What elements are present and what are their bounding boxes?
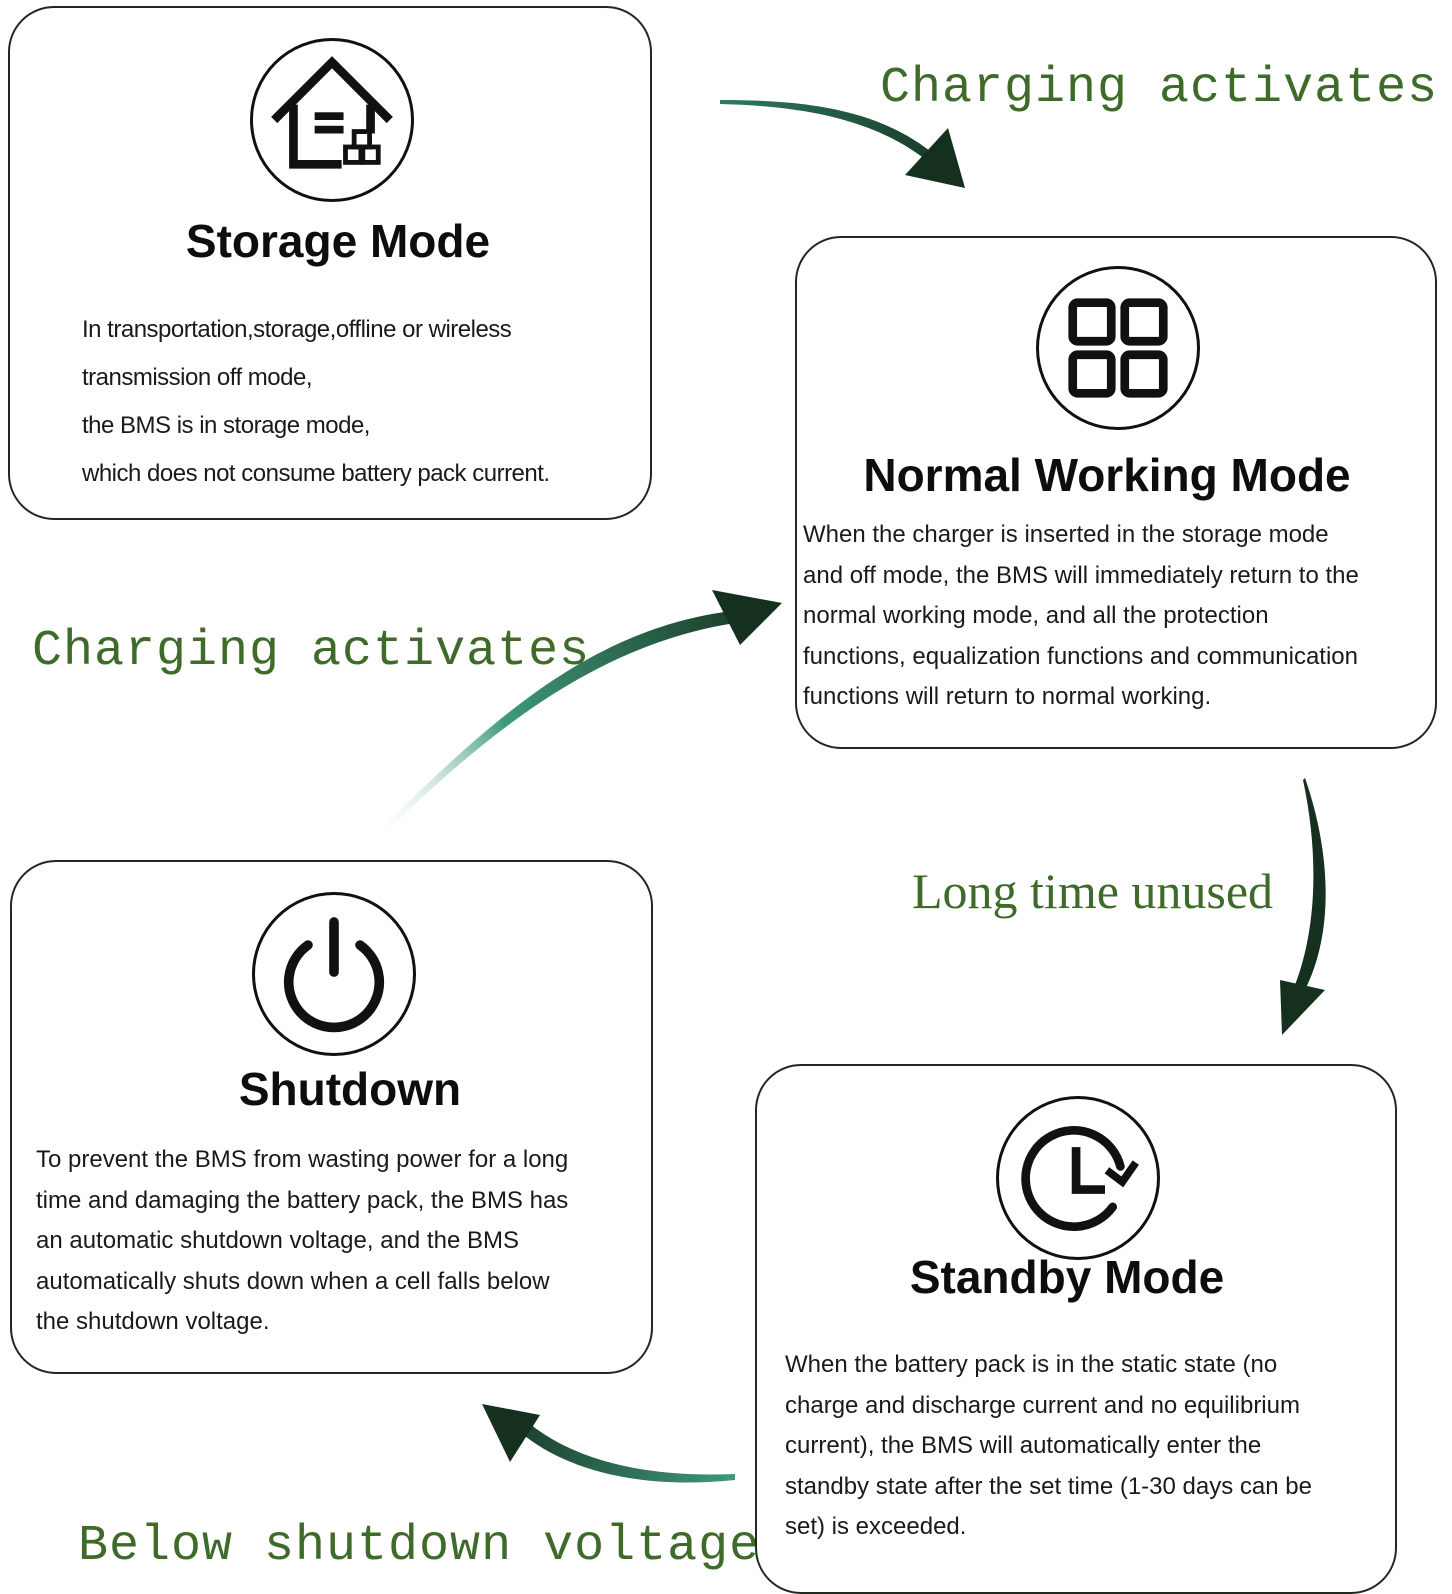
- storage-mode-description: In transportation,storage,offline or wir…: [82, 306, 550, 498]
- shutdown-line: To prevent the BMS from wasting power fo…: [36, 1146, 569, 1173]
- shutdown-line: automatically shuts down when a cell fal…: [36, 1267, 550, 1295]
- power-icon: [252, 892, 416, 1056]
- storage-line: transmission off mode,: [82, 364, 312, 391]
- standby-line: current), the BMS will automatically ent…: [785, 1432, 1262, 1459]
- normal-line: functions will return to normal working.: [803, 683, 1212, 710]
- normal-working-mode-title: Normal Working Mode: [863, 449, 1351, 501]
- normal-line: When the charger is inserted in the stor…: [803, 521, 1329, 548]
- standby-line: When the battery pack is in the static s…: [785, 1351, 1278, 1378]
- clock-refresh-icon: [996, 1096, 1160, 1260]
- label-normal-to-standby: Long time unused: [912, 863, 1274, 919]
- storage-line: In transportation,storage,offline or wir…: [82, 316, 512, 343]
- label-storage-to-normal: Charging activates: [880, 60, 1439, 117]
- storage-mode-title: Storage Mode: [185, 215, 491, 267]
- arrow-shutdown-to-normal: [378, 590, 782, 832]
- grid-four-squares-icon: [1036, 266, 1200, 430]
- normal-line: and off mode, the BMS will immediately r…: [803, 561, 1359, 589]
- normal-line: functions, equalization functions and co…: [803, 642, 1358, 670]
- shutdown-line: an automatic shutdown voltage, and the B…: [36, 1227, 519, 1254]
- normal-line: normal working mode, and all the protect…: [803, 602, 1269, 629]
- shutdown-title: Shutdown: [238, 1063, 462, 1115]
- label-standby-to-shutdown: Below shutdown voltage: [78, 1518, 761, 1575]
- arrow-standby-to-shutdown: [482, 1404, 735, 1483]
- standby-line: standby state after the set time (1-30 d…: [785, 1472, 1312, 1500]
- label-shutdown-to-normal: Charging activates: [32, 623, 591, 680]
- standby-line: charge and discharge current and no equi…: [785, 1391, 1300, 1419]
- arrow-storage-to-normal: [720, 100, 965, 188]
- storage-line: which does not consume battery pack curr…: [82, 460, 550, 487]
- shutdown-line: the shutdown voltage.: [36, 1308, 270, 1335]
- storage-line: the BMS is in storage mode,: [82, 412, 370, 439]
- standby-line: set) is exceeded.: [785, 1513, 967, 1540]
- standby-mode-description: When the battery pack is in the static s…: [785, 1345, 1312, 1548]
- house-boxes-icon: [250, 38, 414, 202]
- arrow-normal-to-standby: [1280, 778, 1326, 1035]
- normal-working-mode-description: When the charger is inserted in the stor…: [803, 515, 1359, 718]
- standby-mode-title: Standby Mode: [909, 1251, 1225, 1303]
- shutdown-description: To prevent the BMS from wasting power fo…: [36, 1140, 568, 1343]
- shutdown-line: time and damaging the battery pack, the …: [36, 1186, 569, 1214]
